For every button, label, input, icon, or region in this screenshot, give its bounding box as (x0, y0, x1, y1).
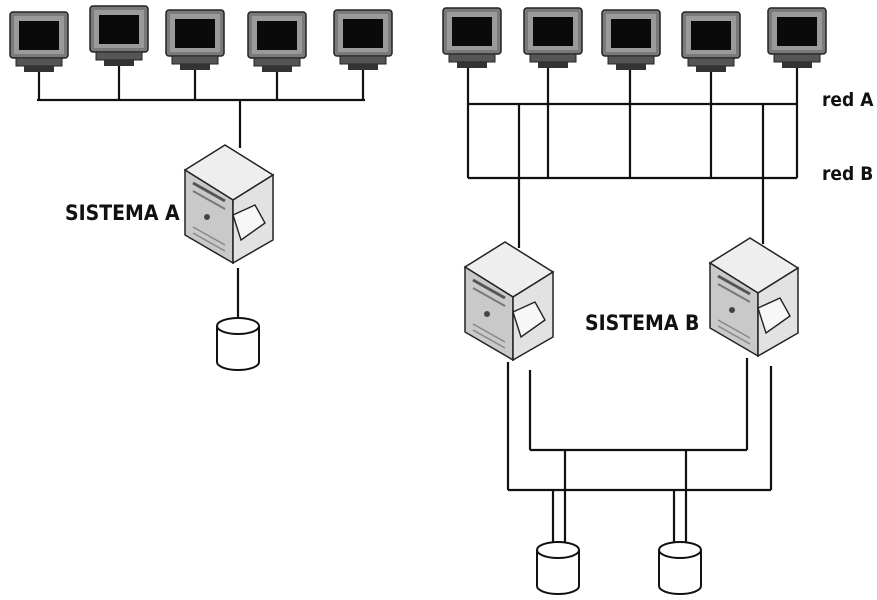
network-red-a-label: red A (822, 89, 874, 111)
terminal-a1-monitor-icon (10, 12, 68, 72)
system-a-server-tower-icon (185, 145, 273, 263)
system-b-storage-links (508, 358, 771, 545)
system-b-disk-1-database-cylinder-icon (537, 542, 579, 594)
system-b-terminal-links (468, 68, 797, 178)
terminal-b1-monitor-icon (443, 8, 501, 68)
terminal-b4-monitor-icon (682, 12, 740, 72)
terminal-b2-monitor-icon (524, 8, 582, 68)
terminal-a2-monitor-icon (90, 6, 148, 66)
system-a-database-cylinder-icon (217, 318, 259, 370)
terminal-a3-monitor-icon (166, 10, 224, 70)
terminal-a5-monitor-icon (334, 10, 392, 70)
system-b-server-1-server-tower-icon (465, 242, 553, 360)
system-b-label: SISTEMA B (585, 311, 699, 335)
terminal-b3-monitor-icon (602, 10, 660, 70)
terminal-a4-monitor-icon (248, 12, 306, 72)
system-b-server-links (519, 104, 763, 248)
system-b-server-2-server-tower-icon (710, 238, 798, 356)
system-a-label: SISTEMA A (65, 201, 180, 225)
terminal-b5-monitor-icon (768, 8, 826, 68)
system-b-disk-2-database-cylinder-icon (659, 542, 701, 594)
network-red-b-label: red B (822, 163, 873, 185)
